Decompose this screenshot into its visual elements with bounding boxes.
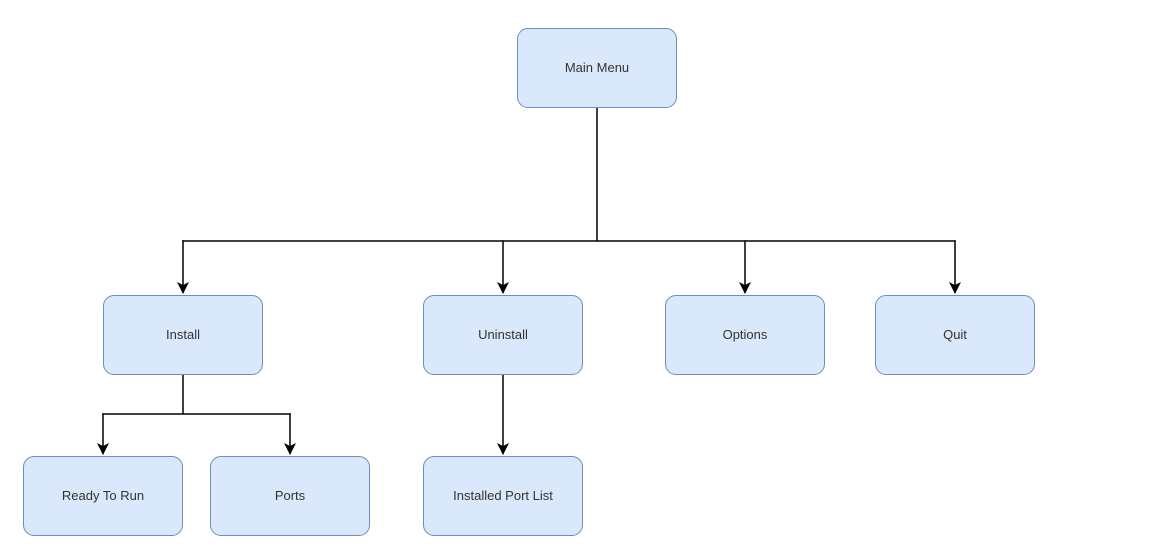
node-main-menu: Main Menu <box>517 28 677 108</box>
node-uninstall-label: Uninstall <box>478 327 528 343</box>
node-ready-to-run-label: Ready To Run <box>61 488 145 504</box>
node-ports: Ports <box>210 456 370 536</box>
node-ready-to-run: Ready To Run <box>23 456 183 536</box>
node-installed-port-list-label: Installed Port List <box>453 488 553 504</box>
node-quit: Quit <box>875 295 1035 375</box>
node-ports-label: Ports <box>274 488 306 504</box>
node-quit-label: Quit <box>943 327 967 343</box>
node-installed-port-list: Installed Port List <box>423 456 583 536</box>
node-main-menu-label: Main Menu <box>564 60 630 76</box>
node-options: Options <box>665 295 825 375</box>
node-install-label: Install <box>166 327 200 343</box>
node-install: Install <box>103 295 263 375</box>
node-options-label: Options <box>722 327 768 343</box>
node-uninstall: Uninstall <box>423 295 583 375</box>
